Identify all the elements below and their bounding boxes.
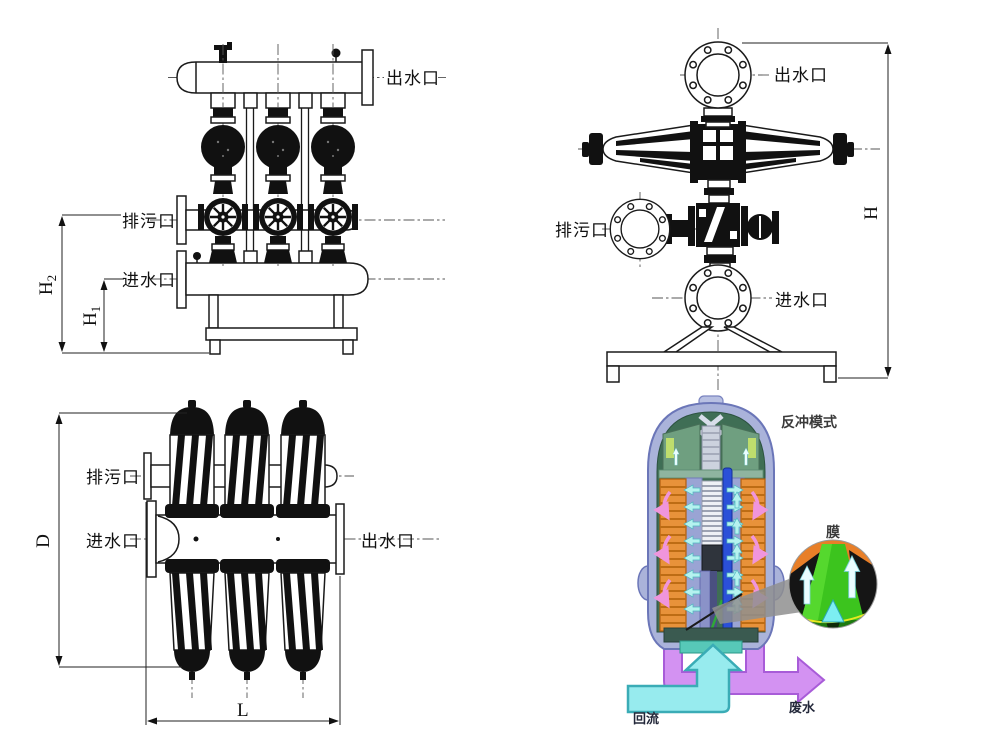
dim-h: H <box>861 206 882 220</box>
top-dimension-l: L <box>145 502 341 725</box>
front-view: H2 H1 出水口 排污口 进水口 <box>36 42 446 355</box>
dim-h2: H2 <box>36 275 59 295</box>
front-dimensions: H2 H1 <box>36 214 209 354</box>
top-view: D L 排污口 进水口 出水口 <box>33 399 442 725</box>
top-inlet-label: 进水口 <box>86 532 140 551</box>
return-pipe <box>626 643 744 714</box>
front-inlet-manifold <box>176 250 369 309</box>
top-housing-down-3 <box>275 558 331 681</box>
cutaway-view: 反冲模式 膜 回流 废水 <box>626 395 878 726</box>
side-outlet-label: 出水口 <box>774 66 828 85</box>
dim-h1: H1 <box>80 306 103 326</box>
side-stand <box>606 326 837 383</box>
side-dimension-h: H <box>742 42 892 379</box>
side-drain-label: 排污口 <box>555 221 609 240</box>
top-housing-down-1 <box>164 558 220 681</box>
top-housing-down-2 <box>219 558 275 681</box>
top-housing-up-2 <box>219 399 275 519</box>
side-housing <box>582 121 854 183</box>
side-outlet-port <box>684 41 752 109</box>
backwash-mode-label: 反冲模式 <box>781 414 837 430</box>
return-flow-label: 回流 <box>633 711 659 726</box>
side-inlet-port <box>684 264 752 332</box>
front-centerlines <box>150 77 446 280</box>
front-outlet-label: 出水口 <box>386 69 440 88</box>
front-inlet-label: 进水口 <box>122 271 176 290</box>
front-stand <box>205 294 358 355</box>
waste-water-label: 废水 <box>789 700 816 715</box>
top-drain-label: 排污口 <box>86 468 140 487</box>
side-top-neck <box>701 107 735 128</box>
top-dimension-d: D <box>33 412 187 668</box>
top-housing-up-3 <box>275 399 331 519</box>
dim-l: L <box>237 700 249 721</box>
front-outlet-manifold <box>176 42 374 109</box>
top-housing-up-1 <box>164 399 220 519</box>
front-drain-risers <box>243 108 313 264</box>
side-valve-assembly <box>666 179 779 269</box>
membrane-inset <box>788 539 878 629</box>
top-outlet-label: 出水口 <box>361 532 415 551</box>
dim-d: D <box>33 534 54 548</box>
membrane-label: 膜 <box>826 524 840 540</box>
side-view: H 出水口 排污口 进水口 <box>555 28 892 392</box>
top-main-pipe <box>146 500 345 578</box>
magnifier-wedge <box>712 576 802 624</box>
side-drain-port <box>609 198 671 260</box>
piston-mechanism <box>658 414 764 479</box>
front-drain-label: 排污口 <box>122 212 176 231</box>
side-inlet-label: 进水口 <box>775 291 829 310</box>
